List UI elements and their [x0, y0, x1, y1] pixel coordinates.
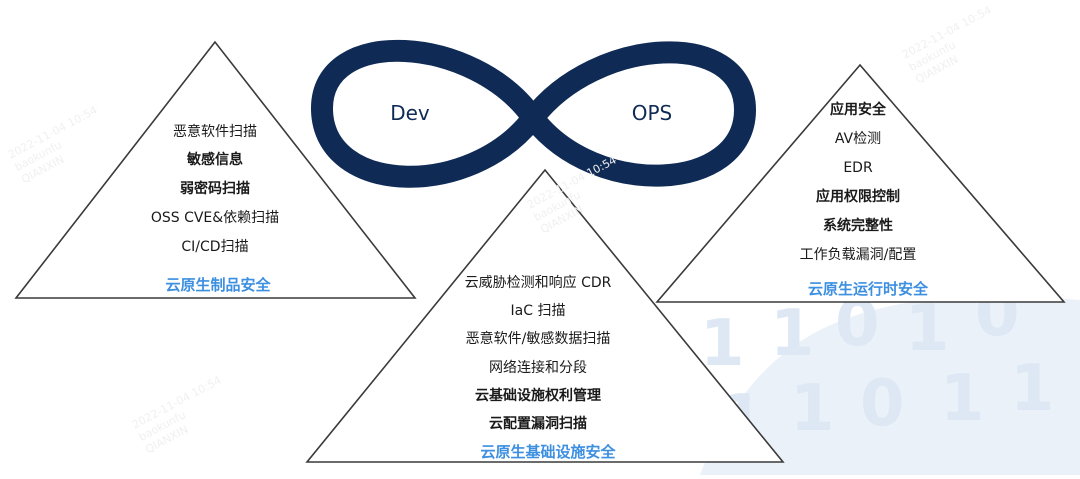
triangle-item: AV检测	[834, 131, 882, 147]
devops-infinity-loop	[310, 39, 756, 188]
triangle-item: 弱密码扫描	[180, 181, 250, 197]
decoration-digit: 1	[790, 372, 835, 446]
triangle-infrastructure-security	[305, 168, 785, 463]
triangle-item: 工作负载漏洞/配置	[799, 247, 917, 263]
triangle-item: 系统完整性	[823, 218, 893, 234]
triangle-item: 敏感信息	[187, 152, 243, 168]
triangle-item: 恶意软件扫描	[173, 124, 257, 140]
binary-decoration: 1 1 0 1 0 1 1 0 1 1	[700, 277, 1080, 475]
decoration-blob	[700, 296, 1080, 475]
loop-label-ops: OPS	[632, 101, 673, 125]
triangle-item: 云威胁检测和响应 CDR	[464, 275, 612, 291]
triangle-item: CI/CD扫描	[181, 239, 249, 255]
decoration-digit: 1	[1010, 352, 1055, 426]
triangle-category-artifact: 云原生制品安全	[165, 276, 271, 294]
decoration-digit: 1	[770, 297, 815, 371]
triangle-item: EDR	[843, 160, 873, 176]
triangle-item: IaC 扫描	[510, 303, 566, 319]
triangle-item: OSS CVE&依赖扫描	[150, 210, 280, 226]
decoration-digit: 1	[905, 292, 950, 366]
triangle-category-runtime: 云原生运行时安全	[807, 280, 929, 298]
triangle-item: 应用安全	[830, 102, 886, 118]
triangle-item: 网络连接和分段	[489, 360, 587, 376]
decoration-digit: 1	[940, 362, 985, 436]
triangle-item: 云基础设施权利管理	[475, 388, 601, 404]
decoration-digit: 0	[860, 367, 905, 441]
triangle-runtime-security	[655, 63, 1066, 303]
triangle-item: 应用权限控制	[816, 189, 900, 205]
loop-label-dev: Dev	[390, 101, 430, 125]
triangle-category-infrastructure: 云原生基础设施安全	[480, 443, 616, 461]
triangle-item: 恶意软件/敏感数据扫描	[465, 331, 611, 347]
triangle-item: 云配置漏洞扫描	[489, 416, 587, 432]
triangle-artifact-security	[14, 40, 417, 299]
